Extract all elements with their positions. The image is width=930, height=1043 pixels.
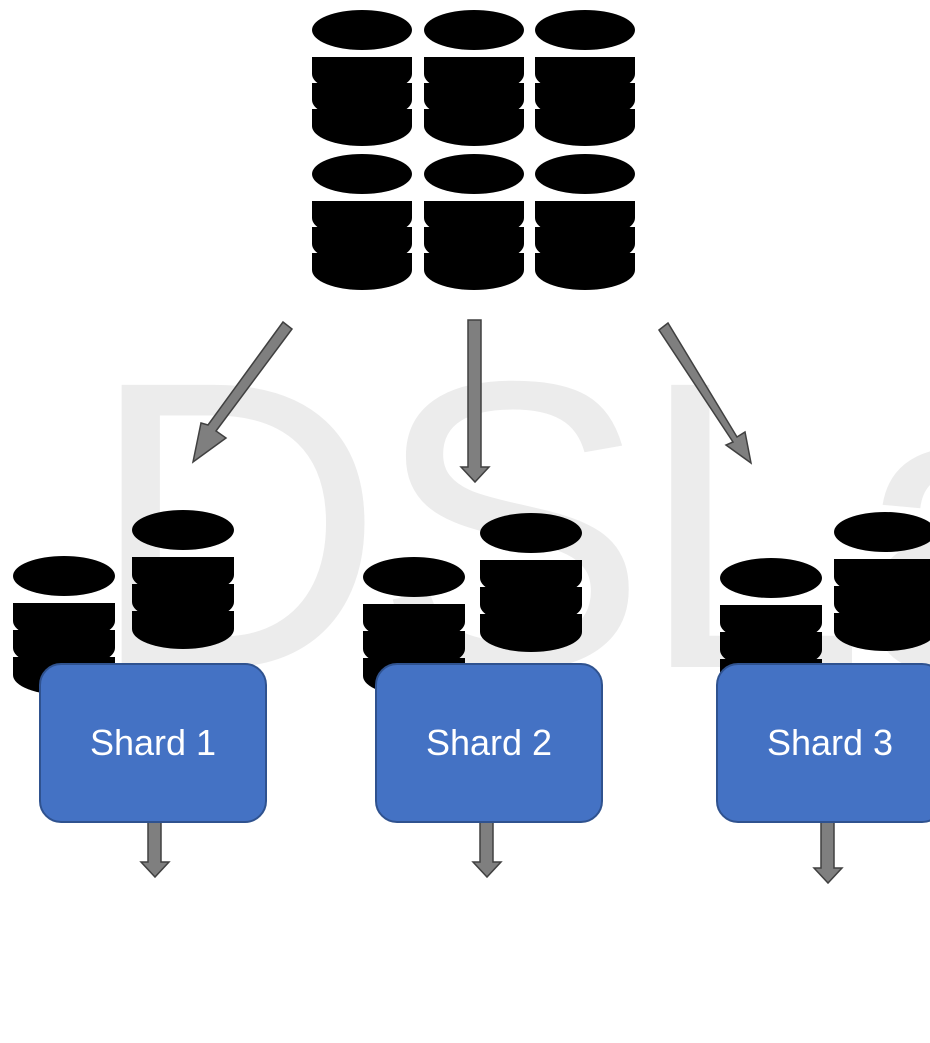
database-icon (424, 154, 524, 290)
database-icon (535, 154, 635, 290)
arrow-icon (657, 321, 753, 465)
shard-3-box: Shard 3 (716, 663, 930, 823)
database-icon (480, 513, 582, 652)
shard-2-box: Shard 2 (375, 663, 603, 823)
database-icon (132, 510, 234, 649)
shard-1-label: Shard 1 (89, 722, 217, 763)
database-icon (312, 10, 412, 146)
source-database-cluster (312, 10, 635, 290)
shard-2-label: Shard 2 (425, 722, 553, 763)
database-icon (535, 10, 635, 146)
shard-1-box: Shard 1 (39, 663, 267, 823)
database-icon (312, 154, 412, 290)
database-icon (424, 10, 524, 146)
arrow-icon (191, 320, 294, 464)
database-icon (834, 512, 930, 651)
arrow-icon (459, 319, 491, 484)
shard-3-label: Shard 3 (766, 722, 894, 763)
